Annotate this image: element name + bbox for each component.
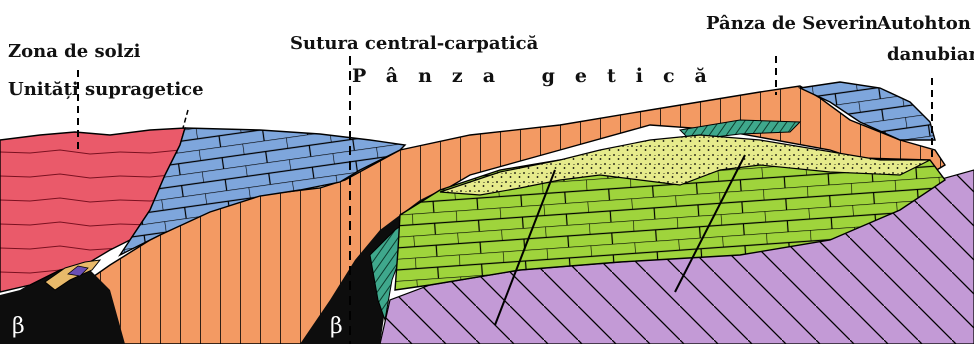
label-autohton: Autohton <box>877 14 971 34</box>
label-sutura-central-carpatica: Sutura central-carpatică <box>290 34 538 54</box>
label-panza-getica: Pânza getică <box>352 66 727 86</box>
label-beta-middle: β <box>330 316 343 338</box>
label-zona-de-solzi: Zona de solzi <box>8 42 141 62</box>
label-beta-left: β <box>12 316 25 338</box>
label-panza-de-severin: Pânza de Severin <box>706 14 878 34</box>
label-unitati-supragetice: Unități supragetice <box>8 80 204 100</box>
label-danubian: danubian <box>887 45 974 65</box>
supragetic-pointer <box>183 110 188 128</box>
